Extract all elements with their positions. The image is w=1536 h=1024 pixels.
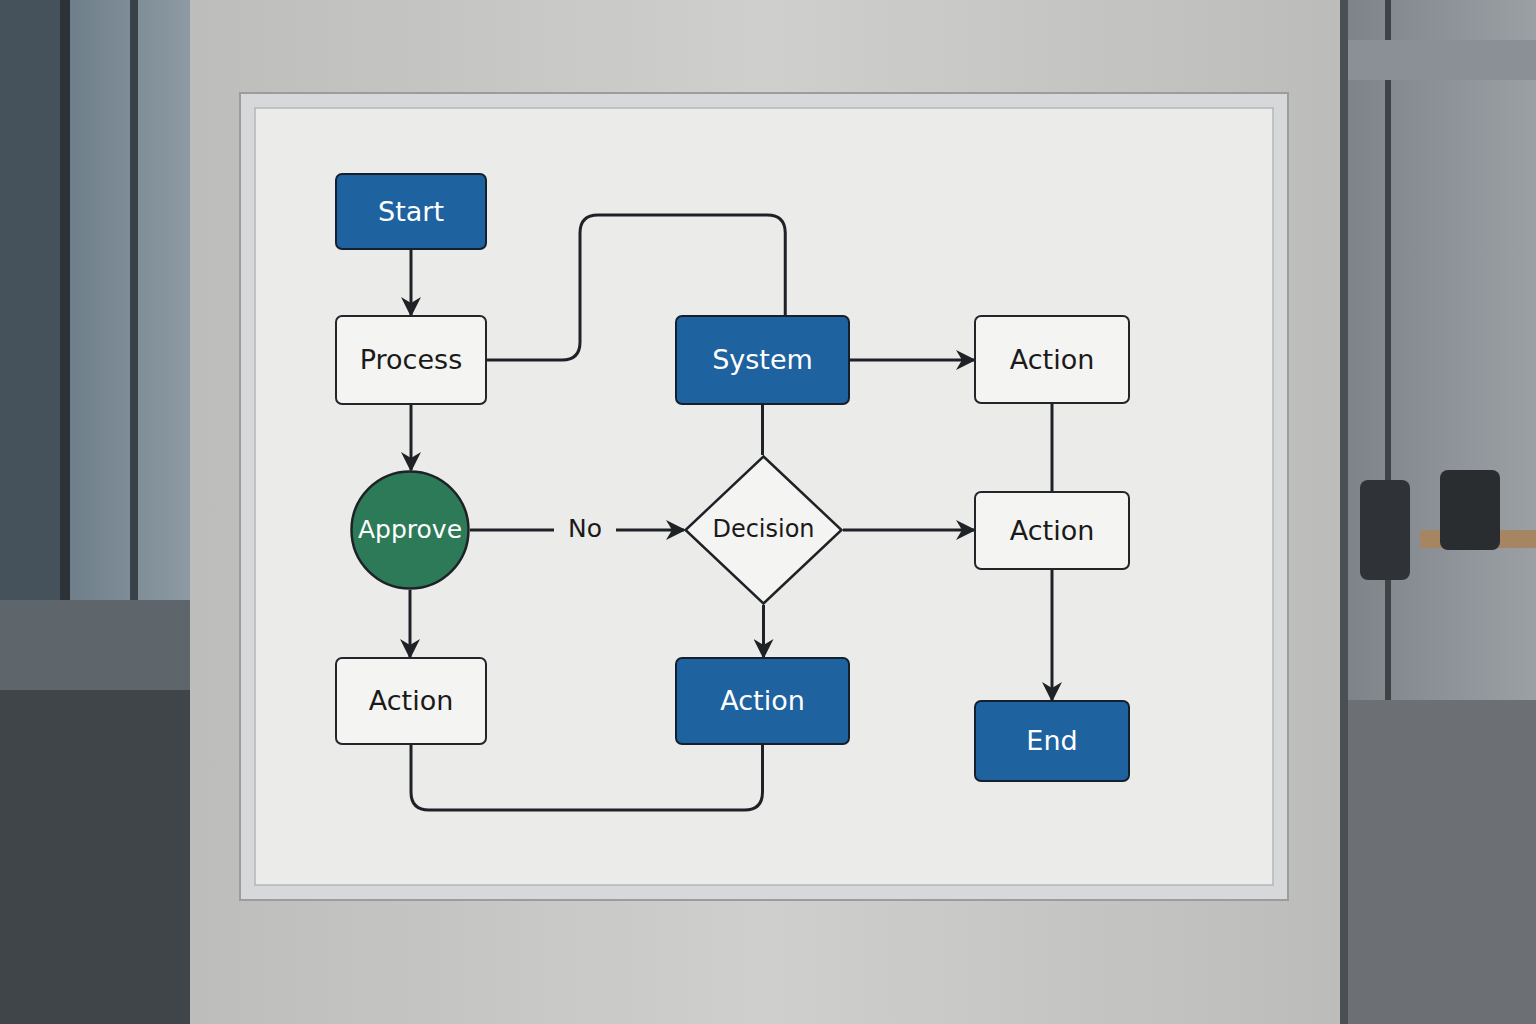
board-frame bbox=[240, 93, 1288, 900]
node-text: Action bbox=[1010, 344, 1095, 375]
action-box: Action bbox=[974, 491, 1130, 570]
connector bbox=[843, 529, 974, 532]
connector bbox=[410, 405, 413, 470]
chair bbox=[1440, 470, 1500, 550]
node-text: End bbox=[1026, 725, 1077, 756]
chair bbox=[1360, 480, 1410, 580]
floor bbox=[0, 690, 190, 1024]
decision-diamond: Decision bbox=[684, 455, 843, 605]
connector bbox=[1051, 404, 1054, 491]
action-box: Action bbox=[675, 657, 850, 745]
connector bbox=[411, 745, 763, 810]
connector bbox=[762, 605, 765, 657]
connector bbox=[410, 250, 413, 315]
connector bbox=[409, 590, 412, 657]
window bbox=[0, 0, 190, 1024]
start-box: Start bbox=[335, 173, 487, 250]
window-mullion bbox=[60, 0, 70, 700]
glass-wall bbox=[1340, 0, 1536, 1024]
action-box: Action bbox=[974, 315, 1130, 404]
whiteboard bbox=[255, 108, 1273, 885]
approve-circle: Approve bbox=[350, 470, 470, 590]
node-text: System bbox=[712, 344, 813, 375]
connector bbox=[1051, 570, 1054, 700]
node-text: Start bbox=[378, 196, 444, 227]
node-text: Decision bbox=[712, 516, 814, 544]
node-text: Approve bbox=[358, 516, 462, 545]
wall bbox=[190, 0, 1340, 1024]
process-box: Process bbox=[335, 315, 487, 405]
end-box: End bbox=[974, 700, 1130, 782]
node-text: Action bbox=[369, 685, 454, 716]
system-box: System bbox=[675, 315, 850, 405]
connector bbox=[761, 405, 764, 455]
floor bbox=[1348, 700, 1536, 1024]
edge-label: No bbox=[554, 514, 616, 543]
glass-frame bbox=[1340, 0, 1348, 1024]
ceiling bbox=[1348, 40, 1536, 80]
connector bbox=[850, 359, 974, 362]
window-mullion bbox=[130, 0, 138, 610]
node-text: Process bbox=[360, 344, 462, 375]
node-text: Action bbox=[720, 685, 805, 716]
window-sill bbox=[0, 600, 190, 690]
node-text: Action bbox=[1010, 515, 1095, 546]
action-box: Action bbox=[335, 657, 487, 745]
